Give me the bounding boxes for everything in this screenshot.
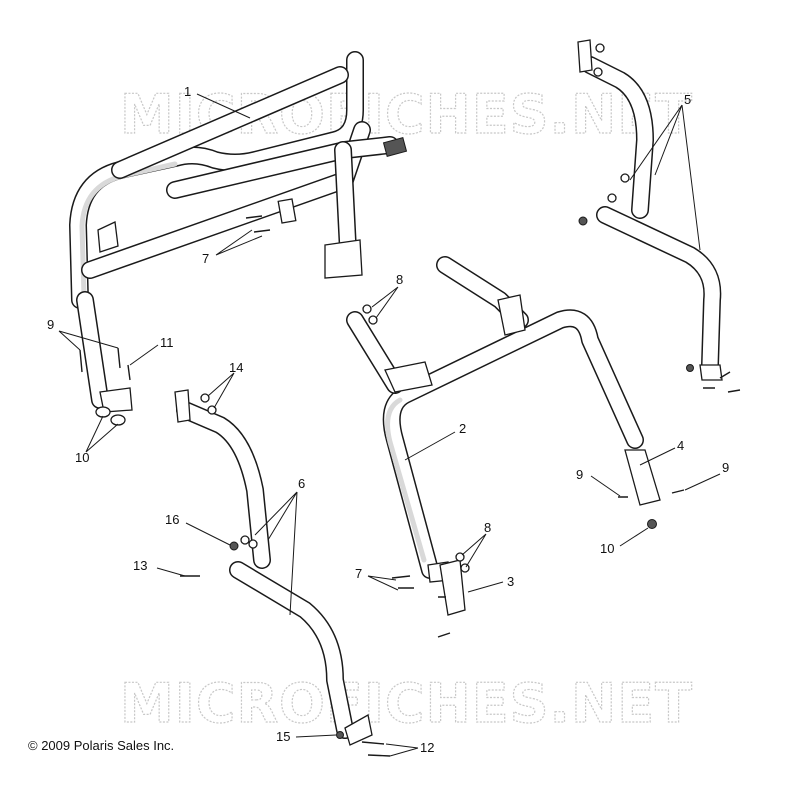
front-cab-frame	[346, 256, 644, 583]
callout-4: 4	[677, 438, 684, 453]
callout-8-upper: 8	[396, 272, 403, 287]
callout-labels: 1 2 3 4 5 6 7 7 8 8 9 9 9 10 10 11 12 13…	[47, 84, 729, 755]
watermark-bottom: MICROFICHES.NET	[120, 672, 693, 735]
left-door-frame	[174, 389, 391, 757]
callout-5: 5	[684, 92, 691, 107]
right-door-frame	[577, 39, 741, 393]
callout-14: 14	[229, 360, 243, 375]
callout-6: 6	[298, 476, 305, 491]
callout-9-center: 9	[576, 467, 583, 482]
leader-lines	[58, 93, 721, 757]
callout-13: 13	[133, 558, 147, 573]
copyright-text: © 2009 Polaris Sales Inc.	[28, 738, 175, 753]
callout-10-right: 10	[600, 541, 614, 556]
callout-1: 1	[184, 84, 191, 99]
callout-7-rear: 7	[202, 251, 209, 266]
callout-11: 11	[160, 335, 174, 350]
callout-10-left: 10	[75, 450, 89, 465]
callout-9-right: 9	[722, 460, 729, 475]
hardware	[79, 215, 685, 638]
callout-7-front: 7	[355, 566, 362, 581]
callout-2: 2	[459, 421, 466, 436]
callout-12: 12	[420, 740, 434, 755]
rear-cab-frame	[69, 51, 408, 413]
callout-8-lower: 8	[484, 520, 491, 535]
callout-15: 15	[276, 729, 290, 744]
callout-3: 3	[507, 574, 514, 589]
callout-16: 16	[165, 512, 179, 527]
callout-9-left: 9	[47, 317, 54, 332]
